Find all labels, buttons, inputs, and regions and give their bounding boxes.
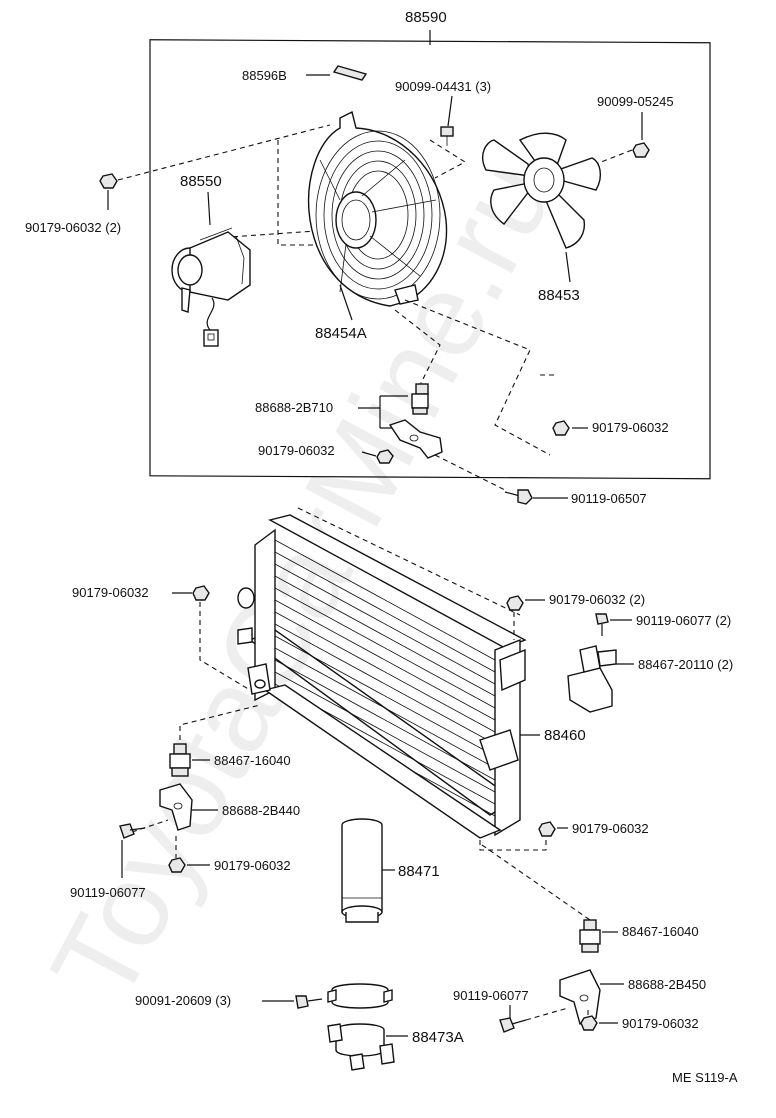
label-90179-06032-f: 90179-06032 — [622, 1016, 699, 1031]
label-88453: 88453 — [538, 287, 580, 304]
label-90179-06032-b: 90179-06032 — [592, 420, 669, 435]
label-88467-16040-a: 88467-16040 — [214, 753, 291, 768]
label-90099-05245: 90099-05245 — [597, 94, 674, 109]
label-88550: 88550 — [180, 173, 222, 190]
label-88471: 88471 — [398, 863, 440, 880]
label-strip-part — [332, 65, 368, 81]
assembly-label: 88590 — [405, 9, 447, 26]
label-88467-16040-b: 88467-16040 — [622, 924, 699, 939]
switch-88688-2B710 — [411, 383, 429, 415]
fan-motor-88550 — [171, 227, 251, 347]
bracket-88688-2B710 — [388, 419, 443, 459]
pressure-switch-88467-16040-b — [579, 919, 601, 953]
screw-90091-20609 — [295, 995, 323, 1009]
label-90091-20609-3: 90091-20609 (3) — [135, 993, 231, 1008]
nut-90179-06032-b — [552, 420, 570, 436]
bolt-90119-06077-b — [499, 1017, 527, 1033]
nut-90179-06032-f — [580, 1015, 598, 1031]
label-88688-2B710: 88688-2B710 — [255, 400, 333, 415]
label-88467-20110-2: 88467-20110 (2) — [638, 657, 733, 672]
label-90119-06077-2: 90119-06077 (2) — [636, 613, 731, 628]
clamp-88473A — [327, 983, 395, 1071]
nut-90179-06032-a — [376, 449, 394, 464]
nut-90179-06032-c — [192, 585, 210, 601]
nut-90099-05245 — [632, 142, 650, 158]
bracket-88688-2B440 — [159, 783, 193, 831]
bracket-88467-20110-2 — [567, 645, 617, 713]
label-90179-06032-e: 90179-06032 — [572, 821, 649, 836]
assembly-box — [149, 39, 711, 480]
nut-90179-06032-2-mid — [506, 595, 524, 611]
condenser-88460 — [237, 507, 527, 839]
nut-90179-06032-e — [538, 821, 556, 837]
nut-90179-06032-d — [168, 857, 186, 873]
label-88596B: 88596B — [242, 68, 287, 83]
bracket-88688-2B450 — [559, 969, 601, 1025]
bolt-90119-06077-a — [119, 823, 146, 839]
pressure-switch-88467-16040-a — [169, 743, 191, 777]
label-88460: 88460 — [544, 727, 586, 744]
receiver-dryer-88471 — [341, 818, 383, 923]
label-88688-2B440: 88688-2B440 — [222, 803, 300, 818]
label-90179-06032-2-mid: 90179-06032 (2) — [549, 592, 645, 607]
label-90179-06032-c: 90179-06032 — [72, 585, 149, 600]
fan-shroud-88454A — [307, 110, 448, 307]
nut-90179-06032-top — [99, 173, 118, 189]
footer-code: ME S119-A — [672, 1070, 738, 1085]
screw-90099-04431 — [440, 126, 454, 146]
fan-blade-88453 — [482, 132, 602, 249]
label-88688-2B450: 88688-2B450 — [628, 977, 706, 992]
bolt-90119-06077-2 — [595, 613, 609, 636]
label-90179-06032-d: 90179-06032 — [214, 858, 291, 873]
label-90119-06507: 90119-06507 — [571, 491, 647, 506]
label-88454A: 88454A — [315, 325, 367, 342]
label-90179-06032-a: 90179-06032 — [258, 443, 335, 458]
label-90119-06077-b: 90119-06077 — [453, 988, 529, 1003]
label-90119-06077-a: 90119-06077 — [70, 885, 146, 900]
fan-assembly-group: 88590 88596B 90099-04431 (3) 90099-05245… — [25, 9, 711, 480]
label-90179-06032-2-top: 90179-06032 (2) — [25, 220, 121, 235]
label-90099-04431: 90099-04431 (3) — [395, 79, 491, 94]
bolt-90119-06507 — [504, 489, 533, 505]
label-88473A: 88473A — [412, 1029, 464, 1046]
